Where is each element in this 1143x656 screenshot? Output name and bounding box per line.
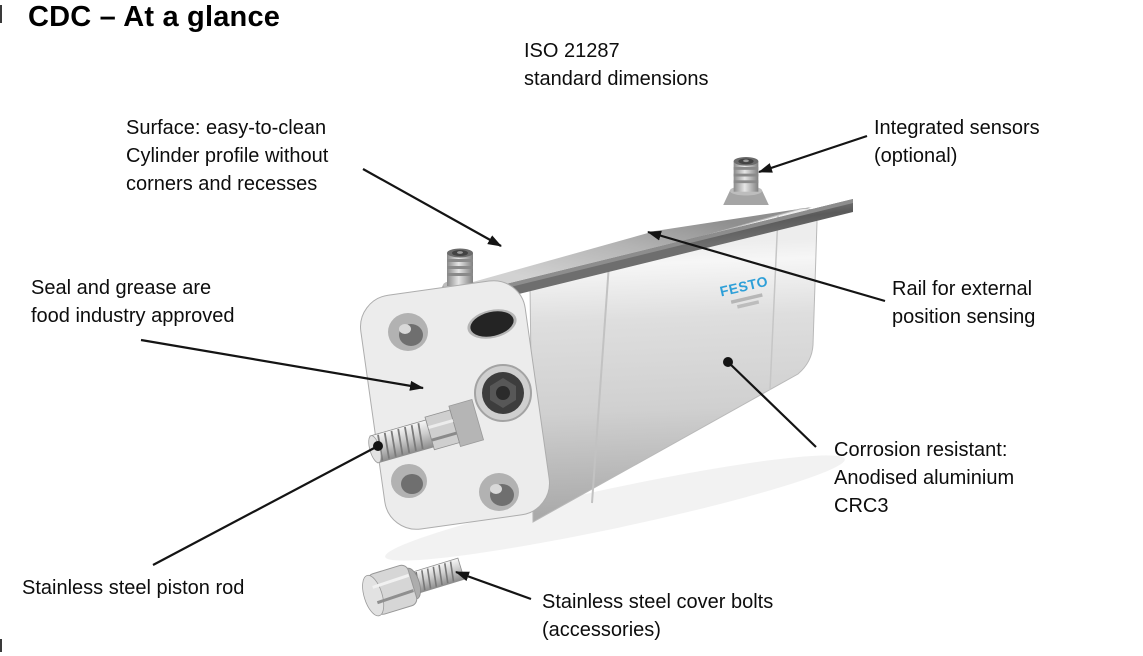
callout-iso-standard: ISO 21287 standard dimensions	[524, 37, 709, 93]
endcap-seam	[769, 214, 779, 391]
callout-line: ISO 21287	[524, 40, 620, 62]
pneumatic-port	[467, 309, 517, 339]
callout-cover-bolts: Stainless steel cover bolts (accessories…	[542, 588, 773, 644]
scan-artifact-bottom	[0, 639, 2, 652]
rear-sensor-connector	[723, 157, 769, 205]
rail-arrow	[647, 230, 886, 303]
bolts-arrow	[455, 570, 532, 601]
callout-corrosion: Corrosion resistant: Anodised aluminium …	[834, 436, 1014, 520]
scan-artifact-top	[0, 5, 2, 23]
sensors-arrow	[758, 134, 868, 174]
callout-line: Anodised aluminium	[834, 467, 1015, 489]
callout-line: Cylinder profile without	[126, 145, 329, 167]
callout-line: Rail for external	[892, 278, 1033, 300]
cover-bolt	[362, 557, 465, 617]
corrosion-leader-dot	[723, 357, 733, 367]
seal-arrow	[140, 338, 424, 391]
callout-leaders	[140, 134, 886, 601]
piston-rod-leader-dot	[373, 441, 383, 451]
callout-line: Stainless steel piston rod	[22, 577, 245, 599]
callout-surface: Surface: easy-to-clean Cylinder profile …	[126, 114, 328, 198]
callout-line: CRC3	[834, 495, 889, 517]
callout-line: corners and recesses	[126, 173, 318, 195]
callout-line: Stainless steel cover bolts	[542, 591, 774, 613]
surface-arrow	[362, 168, 502, 247]
callout-rail: Rail for external position sensing	[892, 275, 1035, 331]
callout-line: (optional)	[874, 145, 958, 167]
callout-line: food industry approved	[31, 305, 235, 327]
callout-line: Corrosion resistant:	[834, 439, 1008, 461]
piston-rod-leader	[152, 445, 379, 566]
callout-line: Surface: easy-to-clean	[126, 117, 327, 139]
front-face-holes	[388, 313, 532, 511]
callout-integrated-sensors: Integrated sensors (optional)	[874, 114, 1040, 170]
cylinder-side-face	[530, 208, 817, 523]
callout-piston-rod: Stainless steel piston rod	[22, 574, 244, 602]
cylinder-shadow	[385, 455, 845, 561]
barrel-seam	[591, 263, 610, 504]
callout-seal-grease: Seal and grease are food industry approv…	[31, 274, 234, 330]
cylinder-body: FESTO	[360, 157, 853, 530]
callout-line: Seal and grease are	[31, 277, 212, 299]
callout-line: Integrated sensors	[874, 117, 1040, 139]
cylinder-side-edge	[529, 208, 818, 523]
callout-line: standard dimensions	[524, 68, 709, 90]
callout-line: (accessories)	[542, 619, 661, 641]
page-title: CDC – At a glance	[28, 1, 281, 33]
callout-line: position sensing	[892, 306, 1036, 328]
corrosion-leader	[727, 361, 817, 448]
